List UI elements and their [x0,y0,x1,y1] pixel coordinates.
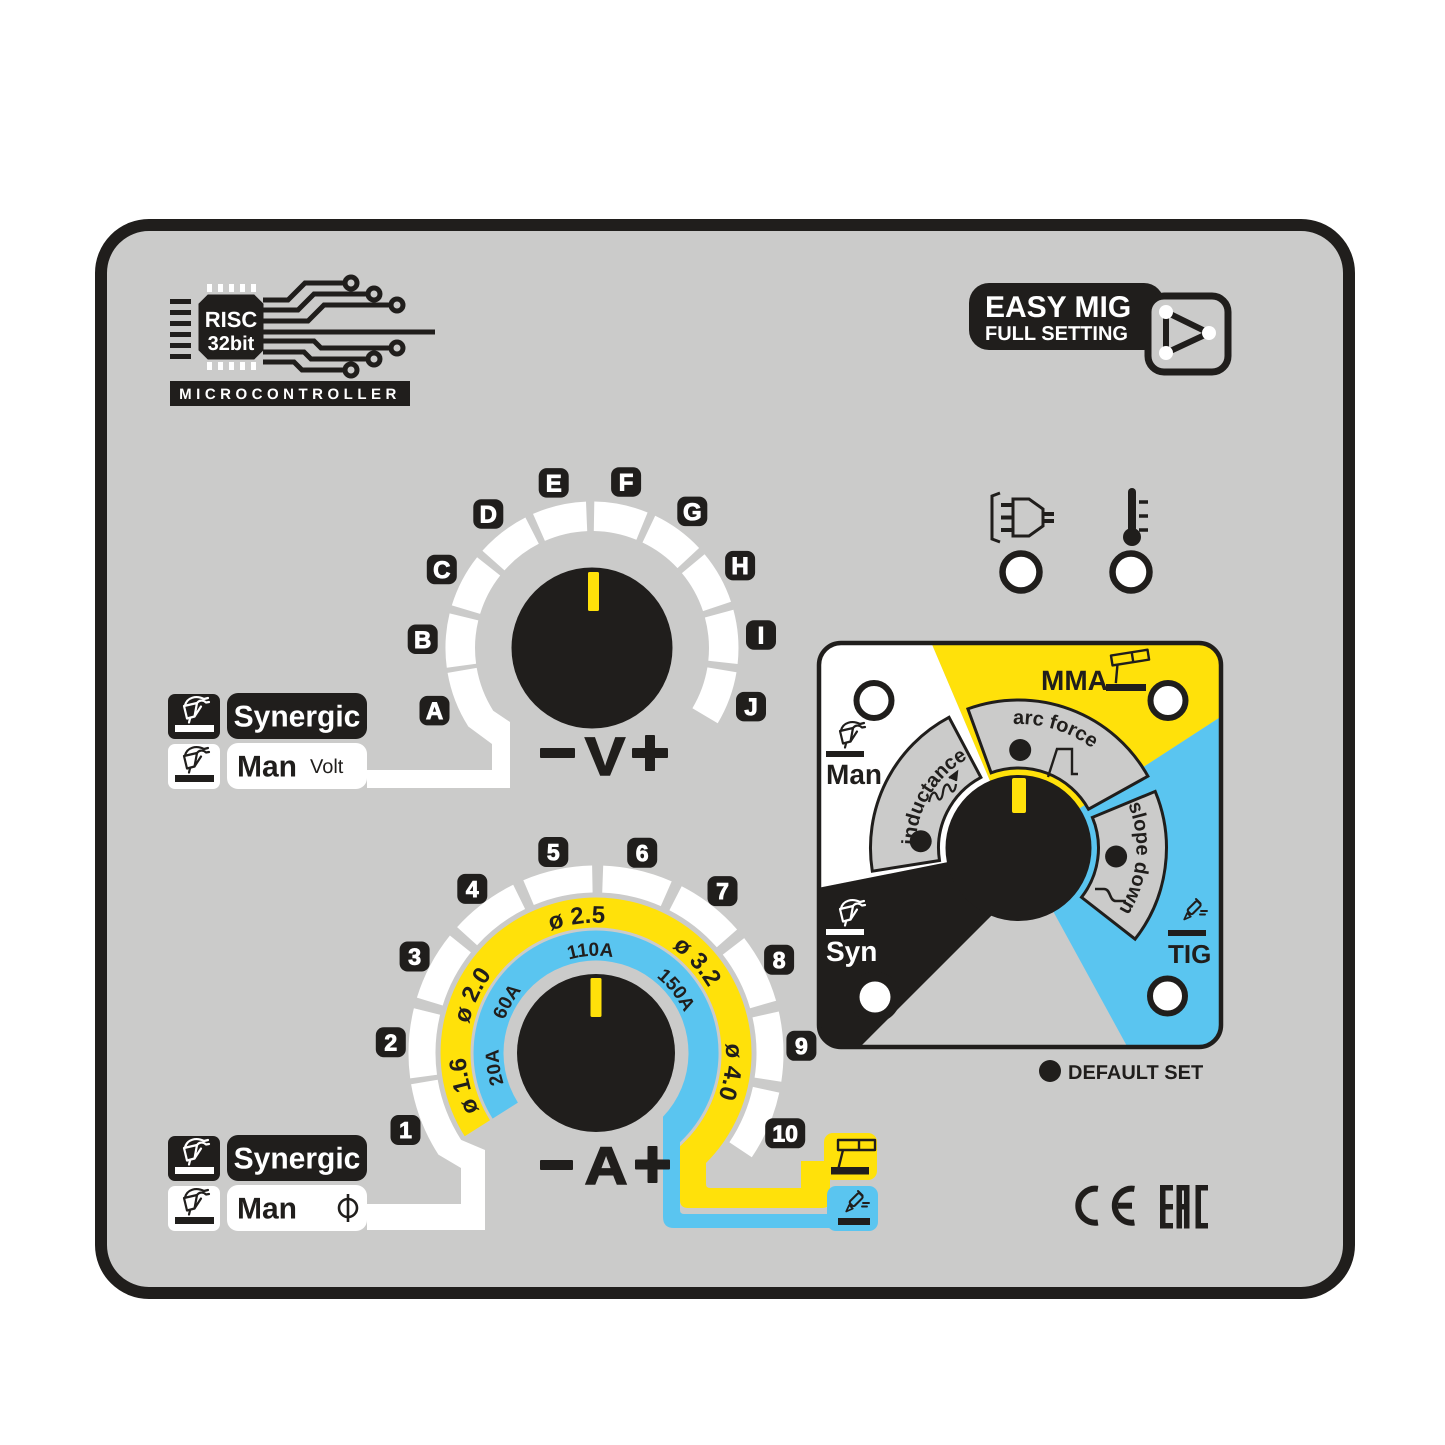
svg-text:B: B [414,627,431,654]
svg-text:5: 5 [547,839,560,865]
svg-text:F: F [619,470,634,497]
svg-text:MMA: MMA [1041,665,1108,696]
svg-text:Syn: Syn [826,936,877,967]
svg-text:10: 10 [772,1121,798,1147]
svg-text:8: 8 [773,947,786,973]
svg-text:Synergic: Synergic [234,1143,361,1176]
svg-text:32bit: 32bit [208,333,255,355]
svg-text:D: D [480,501,497,528]
svg-text:Man: Man [826,759,882,790]
svg-text:J: J [744,694,757,721]
svg-text:3: 3 [408,944,421,970]
svg-text:Man: Man [237,751,297,784]
svg-text:E: E [546,470,562,497]
svg-text:EASY MIG: EASY MIG [985,291,1131,324]
svg-text:A: A [426,698,443,725]
svg-text:TIG: TIG [1168,939,1211,969]
svg-text:RISC: RISC [205,307,258,332]
svg-text:V: V [585,727,625,787]
svg-text:4: 4 [466,876,479,902]
svg-text:Synergic: Synergic [234,701,361,734]
svg-text:MICROCONTROLLER: MICROCONTROLLER [179,386,401,403]
svg-text:6: 6 [636,840,649,866]
svg-text:FULL SETTING: FULL SETTING [985,323,1128,345]
svg-text:DEFAULT SET: DEFAULT SET [1068,1062,1203,1084]
svg-text:110A: 110A [565,940,615,965]
svg-text:Man: Man [237,1193,297,1226]
svg-text:A: A [585,1137,628,1196]
svg-text:2: 2 [384,1029,397,1055]
svg-text:7: 7 [716,878,729,904]
svg-text:Volt: Volt [310,756,344,778]
svg-text:I: I [758,623,765,650]
svg-text:G: G [683,499,702,526]
svg-text:9: 9 [795,1033,808,1059]
svg-text:1: 1 [399,1117,412,1143]
svg-text:H: H [731,553,748,580]
svg-text:C: C [433,557,450,584]
